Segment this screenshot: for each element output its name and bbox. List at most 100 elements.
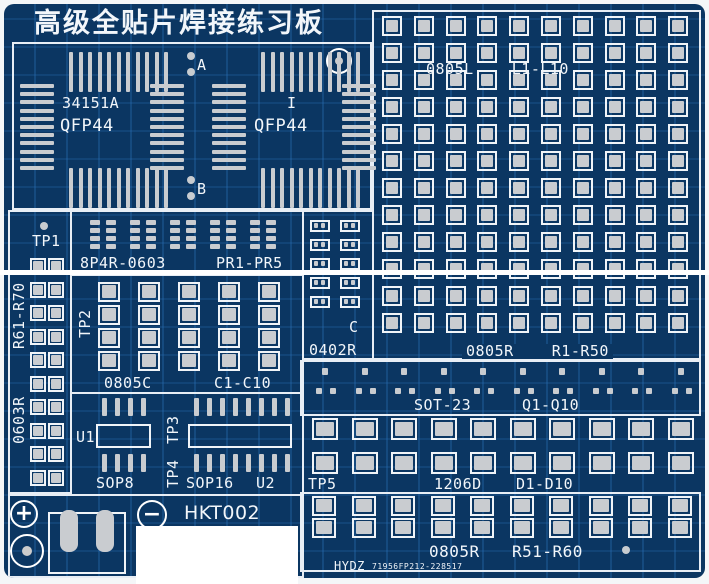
- pad-outline: [310, 277, 330, 289]
- pad: [102, 354, 116, 367]
- pad-outline: [258, 282, 280, 302]
- pad-outline: [668, 178, 689, 198]
- pad: [598, 368, 605, 375]
- pad-outline: [310, 239, 330, 251]
- pad: [33, 472, 43, 483]
- type-0805r: 0805R: [466, 342, 514, 360]
- sop16-pad: [246, 454, 251, 472]
- pad: [513, 182, 526, 194]
- pad: [434, 499, 451, 512]
- pad-outline: [258, 351, 280, 371]
- qfp-pad: [150, 92, 184, 97]
- pad-outline: [636, 286, 657, 306]
- pad: [545, 317, 557, 329]
- sop16-pad: [285, 454, 290, 472]
- pad-outline: [541, 178, 561, 198]
- pad-outline: [572, 178, 593, 198]
- pad: [671, 422, 690, 436]
- pad-outline: [382, 124, 402, 144]
- pad: [344, 261, 348, 266]
- qfp-pad: [299, 168, 303, 208]
- pad-outline: [477, 70, 498, 90]
- qfp-pad: [212, 166, 246, 170]
- pad-outline: [382, 286, 402, 306]
- qfp-pad: [150, 108, 184, 113]
- pad-outline: [138, 305, 160, 325]
- pad: [330, 388, 336, 394]
- qfp-pad: [212, 157, 246, 162]
- qfp-pad: [212, 133, 246, 138]
- qfp-pad: [88, 168, 92, 208]
- pad-outline: [48, 281, 64, 298]
- pad: [640, 317, 653, 329]
- pad-outline: [588, 518, 613, 538]
- pad-outline: [477, 205, 498, 225]
- pad-outline: [509, 178, 530, 198]
- photo-seam-line: [0, 270, 709, 275]
- pad: [51, 449, 61, 459]
- pad: [480, 368, 486, 375]
- pad: [102, 308, 116, 321]
- pad: [33, 402, 43, 412]
- pad: [210, 220, 220, 225]
- qfp-pad: [150, 116, 184, 121]
- pad: [106, 228, 116, 233]
- qfp-pad: [97, 52, 102, 92]
- 0402r-section: [302, 210, 374, 360]
- pad-outline: [604, 232, 625, 252]
- pad: [481, 290, 494, 302]
- pad: [513, 317, 526, 329]
- pad: [386, 209, 398, 221]
- qfp-pad: [261, 52, 265, 92]
- pad-outline: [604, 151, 625, 171]
- pad-outline: [445, 286, 466, 306]
- qfp-pad: [212, 141, 246, 146]
- pad: [513, 422, 532, 436]
- pad-outline: [668, 43, 689, 63]
- photo-blank-area: [136, 526, 298, 584]
- pad-outline: [470, 418, 496, 440]
- u1-label: U1: [76, 428, 96, 446]
- pad: [386, 74, 398, 86]
- board-title: 高级全贴片焊接练习板: [34, 8, 324, 39]
- qfp-pad: [308, 168, 313, 208]
- pad-outline: [30, 399, 46, 415]
- pad-outline: [541, 259, 561, 279]
- pad: [226, 244, 236, 249]
- pad: [449, 182, 462, 194]
- pad-outline: [509, 205, 530, 225]
- pad: [314, 280, 318, 285]
- qfp-pad: [212, 149, 246, 154]
- pad: [395, 499, 411, 512]
- qfp-pad: [212, 116, 246, 121]
- tp2-label: TP2: [76, 309, 94, 338]
- pad: [672, 182, 685, 194]
- pad: [449, 317, 462, 329]
- pad: [417, 47, 430, 59]
- pad: [386, 47, 398, 59]
- pad: [266, 228, 276, 233]
- pad-outline: [340, 296, 360, 308]
- pad: [576, 20, 589, 32]
- pad: [170, 244, 180, 249]
- pad-outline: [509, 97, 530, 117]
- pad: [142, 285, 156, 298]
- pad-outline: [445, 205, 466, 225]
- pad: [545, 101, 557, 113]
- pad: [449, 20, 462, 32]
- qfp-pad: [346, 168, 351, 208]
- pad: [632, 422, 650, 436]
- pad-outline: [445, 124, 466, 144]
- qfp-pad: [280, 168, 284, 208]
- pad-outline: [509, 418, 536, 440]
- pad: [449, 290, 462, 302]
- pad: [481, 47, 494, 59]
- pad: [106, 236, 116, 241]
- pad: [250, 244, 260, 249]
- pad: [51, 284, 61, 295]
- pad: [351, 223, 355, 228]
- pad-outline: [391, 518, 415, 538]
- sop8-pad: [128, 398, 133, 416]
- qfp-pad: [107, 168, 111, 208]
- mark-a: A: [197, 56, 207, 74]
